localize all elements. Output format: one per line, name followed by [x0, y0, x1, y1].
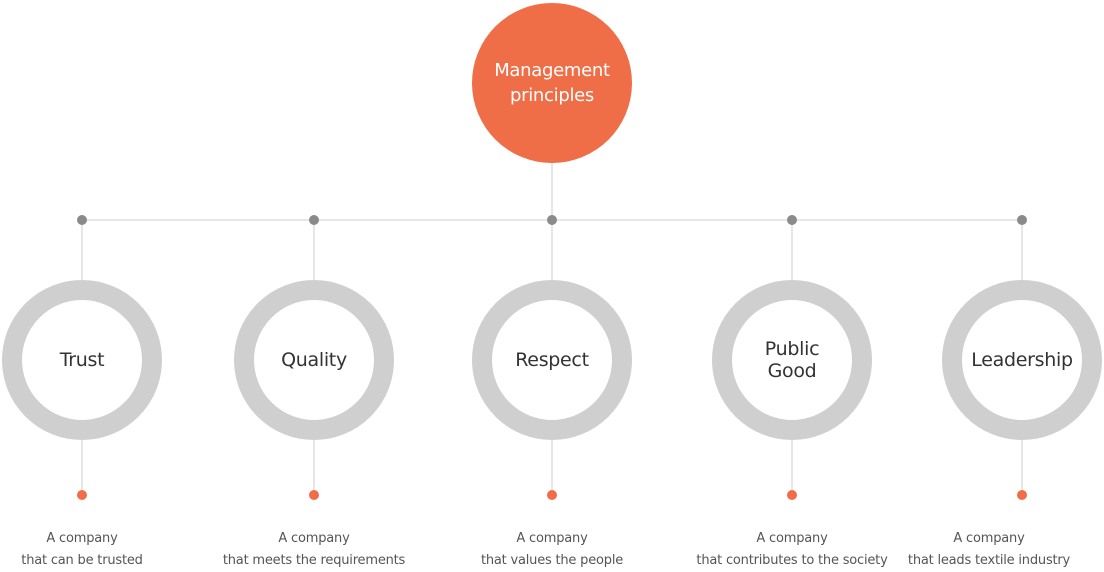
description-line: A company	[953, 531, 1025, 546]
accent-dot-trust	[77, 490, 87, 500]
description-line: that can be trusted	[21, 553, 143, 568]
accent-dot-quality	[309, 490, 319, 500]
principle-label: Quality	[281, 349, 347, 371]
junction-dot-public-good	[787, 215, 797, 225]
junction-dot-quality	[309, 215, 319, 225]
principle-description-public-good: A company that contributes to the societ…	[677, 528, 907, 572]
principle-description-leadership: A company that leads textile industry	[874, 528, 1104, 572]
principle-description-respect: A company that values the people	[437, 528, 667, 572]
principle-label: Leadership	[971, 349, 1073, 371]
description-line: that values the people	[480, 553, 624, 568]
junction-dot-leadership	[1017, 215, 1027, 225]
root-label-line: Management	[494, 60, 610, 81]
principle-node-respect: Respect	[472, 280, 632, 440]
principle-label: Good	[767, 360, 817, 382]
description-line: A company	[756, 531, 828, 546]
root-node-management-principles: Management principles	[472, 3, 632, 163]
principle-node-leadership: Leadership	[942, 280, 1102, 440]
description-line: A company	[516, 531, 588, 546]
principle-node-trust: Trust	[2, 280, 162, 440]
junction-dot-respect	[547, 215, 557, 225]
principle-label: Public	[764, 338, 820, 360]
description-line: A company	[278, 531, 350, 546]
principle-node-quality: Quality	[234, 280, 394, 440]
accent-dot-public-good	[787, 490, 797, 500]
description-line: A company	[46, 531, 118, 546]
principle-description-quality: A company that meets the requirements	[199, 528, 429, 572]
accent-dot-respect	[547, 490, 557, 500]
description-line: that meets the requirements	[222, 553, 406, 568]
principle-label: Respect	[515, 349, 589, 371]
root-label-line: principles	[509, 85, 594, 106]
accent-dot-leadership	[1017, 490, 1027, 500]
description-line: that contributes to the society	[696, 553, 888, 568]
principle-label: Trust	[59, 349, 105, 371]
description-line: that leads textile industry	[907, 553, 1071, 568]
junction-dot-trust	[77, 215, 87, 225]
principle-node-public-good: Public Good	[712, 280, 872, 440]
principle-description-trust: A company that can be trusted	[0, 528, 197, 572]
